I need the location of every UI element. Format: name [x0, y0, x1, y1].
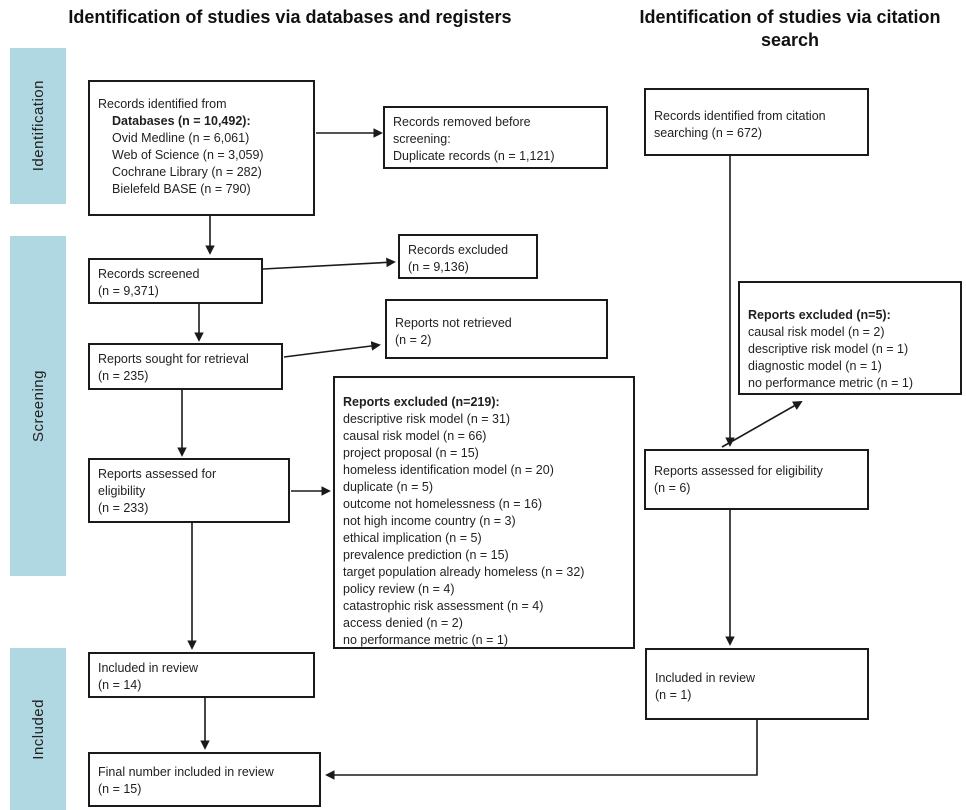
exclusion-reason-item: policy review (n = 4) [343, 582, 455, 596]
title-citation-search: Identification of studies via citation s… [639, 7, 941, 50]
exclusion-reason-item: no performance metric (n = 1) [343, 633, 508, 647]
phase-label-identification: Identification [29, 80, 47, 172]
reports-excluded-citation-title: Reports excluded (n=5): [748, 308, 891, 322]
included-citation-lines: Included in review (n = 1) [655, 670, 859, 704]
included-line: (n = 14) [98, 678, 142, 692]
database-count-item: Cochrane Library (n = 282) [112, 165, 262, 179]
records-identified-intro: Records identified from [98, 97, 227, 111]
box-reports-excluded-databases: Reports excluded (n=219): descriptive ri… [333, 376, 635, 649]
final-number-line: Final number included in review [98, 765, 274, 779]
exclusion-reason-item: descriptive risk model (n = 31) [343, 412, 511, 426]
phase-band-identification: Identification [10, 48, 66, 204]
exclusion-reason-item: project proposal (n = 15) [343, 446, 479, 460]
reports-sought-line: (n = 235) [98, 369, 149, 383]
box-reports-not-retrieved: Reports not retrieved (n = 2) [385, 299, 608, 359]
box-records-identified: Records identified from Databases (n = 1… [88, 80, 315, 216]
reports-not-retrieved-line: Reports not retrieved [395, 316, 512, 330]
citation-identified-line: searching (n = 672) [654, 126, 763, 140]
exclusion-reason-item: homeless identification model (n = 20) [343, 463, 554, 477]
final-number-lines: Final number included in review (n = 15) [98, 764, 311, 798]
arrow-sought-to-notretrieved [283, 341, 381, 358]
phase-label-included: Included [29, 698, 47, 760]
reports-assessed-line: (n = 6) [654, 481, 691, 495]
box-included-databases: Included in review (n = 14) [88, 652, 315, 698]
exclusion-reason-item: catastrophic risk assessment (n = 4) [343, 599, 544, 613]
box-reports-excluded-citation: Reports excluded (n=5): causal risk mode… [738, 281, 962, 395]
exclusion-reason-item: target population already homeless (n = … [343, 565, 585, 579]
records-identified-databases-list: Ovid Medline (n = 6,061) Web of Science (… [112, 130, 305, 198]
reports-excluded-databases-title: Reports excluded (n=219): [343, 395, 500, 409]
reports-assessed-line: (n = 233) [98, 501, 149, 515]
reports-not-retrieved-line: (n = 2) [395, 333, 432, 347]
records-excluded-lines: Records excluded (n = 9,136) [408, 242, 528, 276]
box-reports-assessed-citation: Reports assessed for eligibility (n = 6) [644, 449, 869, 510]
reports-excluded-citation-list: causal risk model (n = 2) descriptive ris… [748, 324, 952, 392]
records-removed-line: screening: [393, 132, 451, 146]
arrow-assessed-to-excluded5 [721, 401, 803, 448]
records-removed-line: Duplicate records (n = 1,121) [393, 149, 555, 163]
exclusion-reason-item: descriptive risk model (n = 1) [748, 342, 909, 356]
exclusion-reason-item: causal risk model (n = 2) [748, 325, 885, 339]
exclusion-reason-item: no performance metric (n = 1) [748, 376, 913, 390]
arrow-included-citation-to-final [325, 720, 758, 780]
box-records-screened: Records screened (n = 9,371) [88, 258, 263, 304]
database-count-item: Web of Science (n = 3,059) [112, 148, 264, 162]
box-citation-identified: Records identified from citation searchin… [644, 88, 869, 156]
box-included-citation: Included in review (n = 1) [645, 648, 869, 720]
records-removed-line: Records removed before [393, 115, 531, 129]
title-databases-registers: Identification of studies via databases … [68, 7, 512, 27]
exclusion-reason-item: access denied (n = 2) [343, 616, 463, 630]
database-count-item: Bielefeld BASE (n = 790) [112, 182, 251, 196]
records-excluded-line: Records excluded [408, 243, 509, 257]
phase-band-screening: Screening [10, 236, 66, 576]
box-reports-sought: Reports sought for retrieval (n = 235) [88, 343, 283, 390]
reports-assessed-line: Reports assessed for eligibility [654, 464, 823, 478]
arrow-screened-to-excluded [262, 257, 396, 270]
phase-label-screening: Screening [29, 369, 47, 443]
reports-excluded-databases-list: descriptive risk model (n = 31) causal ri… [343, 411, 625, 649]
exclusion-reason-item: prevalence prediction (n = 15) [343, 548, 509, 562]
box-reports-assessed-databases: Reports assessed for eligibility (n = 233) [88, 458, 290, 523]
included-line: Included in review [655, 671, 756, 685]
phase-band-included: Included [10, 648, 66, 810]
citation-identified-line: Records identified from citation [654, 109, 826, 123]
reports-sought-line: Reports sought for retrieval [98, 352, 249, 366]
exclusion-reason-item: ethical implication (n = 5) [343, 531, 482, 545]
records-screened-lines: Records screened (n = 9,371) [98, 266, 253, 300]
included-line: Included in review [98, 661, 199, 675]
citation-identified-lines: Records identified from citation searchin… [654, 108, 859, 142]
reports-assessed-line: Reports assessed for [98, 467, 217, 481]
reports-assessed-databases-lines: Reports assessed for eligibility (n = 233) [98, 466, 280, 517]
exclusion-reason-item: diagnostic model (n = 1) [748, 359, 882, 373]
included-databases-lines: Included in review (n = 14) [98, 660, 305, 694]
exclusion-reason-item: not high income country (n = 3) [343, 514, 516, 528]
database-count-item: Ovid Medline (n = 6,061) [112, 131, 250, 145]
box-records-excluded: Records excluded (n = 9,136) [398, 234, 538, 279]
records-identified-subtitle: Databases (n = 10,492): [112, 114, 251, 128]
reports-assessed-line: eligibility [98, 484, 146, 498]
exclusion-reason-item: causal risk model (n = 66) [343, 429, 487, 443]
box-records-removed: Records removed before screening: Duplicat… [383, 106, 608, 169]
records-screened-line: (n = 9,371) [98, 284, 159, 298]
exclusion-reason-item: duplicate (n = 5) [343, 480, 433, 494]
records-removed-lines: Records removed before screening: Duplicat… [393, 114, 598, 165]
reports-assessed-citation-lines: Reports assessed for eligibility (n = 6) [654, 463, 859, 497]
reports-not-retrieved-lines: Reports not retrieved (n = 2) [395, 315, 598, 349]
box-final-number: Final number included in review (n = 15) [88, 752, 321, 807]
records-excluded-line: (n = 9,136) [408, 260, 469, 274]
reports-sought-lines: Reports sought for retrieval (n = 235) [98, 351, 273, 385]
records-screened-line: Records screened [98, 267, 200, 281]
exclusion-reason-item: outcome not homelessness (n = 16) [343, 497, 543, 511]
included-line: (n = 1) [655, 688, 692, 702]
final-number-line: (n = 15) [98, 782, 142, 796]
